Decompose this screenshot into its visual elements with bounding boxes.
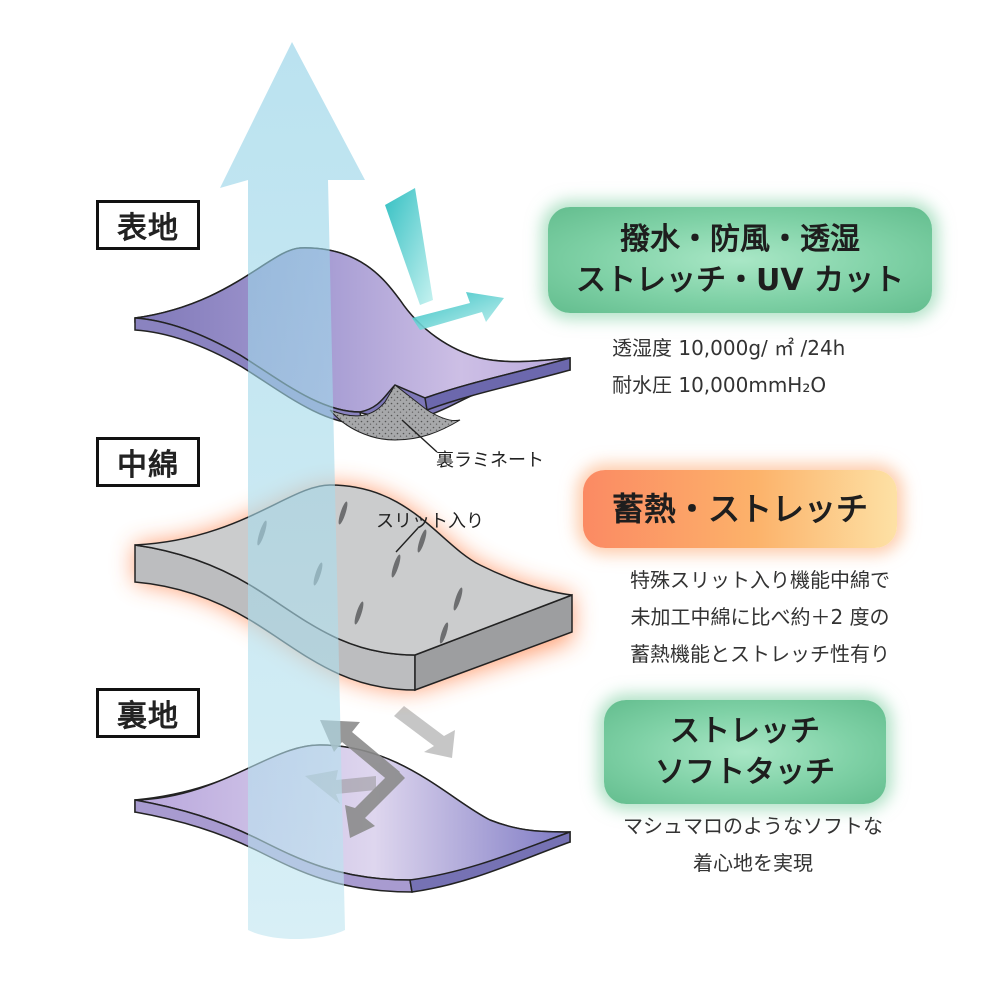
- slit-leader: [395, 527, 419, 553]
- laminate-callout: 裏ラミネート: [436, 450, 544, 471]
- description-line: 未加工中綿に比べ約＋2 度の: [630, 605, 890, 629]
- wind-deflect-arrow-icon: [385, 188, 504, 330]
- outer-fabric-layer: [134, 247, 571, 441]
- description-line: 特殊スリット入り機能中綿で: [630, 568, 890, 592]
- padding-feature-badge: 蓄熱・ストレッチ: [583, 470, 897, 548]
- lining-description: マシュマロのようなソフトな 着心地を実現: [598, 808, 908, 882]
- description-line: 着心地を実現: [693, 851, 813, 875]
- padding-label: 中綿: [96, 437, 200, 487]
- description-line: 蓄熱機能とストレッチ性有り: [630, 642, 890, 666]
- laminate-backing: [329, 384, 461, 441]
- description-line: マシュマロのようなソフトな: [623, 814, 883, 838]
- lining-label: 裏地: [96, 688, 200, 738]
- laminate-leader: [401, 419, 438, 453]
- badge-line: 蓄熱・ストレッチ: [611, 489, 868, 528]
- outer-fabric-feature-badge: 撥水・防風・透湿 ストレッチ・UV カット: [548, 207, 932, 313]
- badge-line: ストレッチ: [670, 713, 820, 749]
- spec-water-resistance: 耐水圧 10,000mmH₂O: [612, 373, 827, 397]
- vapor-up-arrow-icon: [220, 42, 365, 939]
- badge-line: 撥水・防風・透湿: [620, 221, 860, 257]
- slit-callout: スリット入り: [376, 511, 484, 532]
- badge-line: ストレッチ・UV カット: [575, 263, 905, 298]
- padding-description: 特殊スリット入り機能中綿で 未加工中綿に比べ約＋2 度の 蓄熱機能とストレッチ性…: [600, 562, 920, 673]
- spec-breathability: 透湿度 10,000g/ ㎡ /24h: [612, 336, 846, 360]
- padding-layer: [134, 484, 573, 692]
- outer-fabric-label: 表地: [96, 200, 200, 250]
- badge-line: ソフトタッチ: [655, 755, 835, 790]
- lining-feature-badge: ストレッチ ソフトタッチ: [604, 700, 886, 804]
- outer-fabric-spec: 透湿度 10,000g/ ㎡ /24h 耐水圧 10,000mmH₂O: [612, 330, 845, 404]
